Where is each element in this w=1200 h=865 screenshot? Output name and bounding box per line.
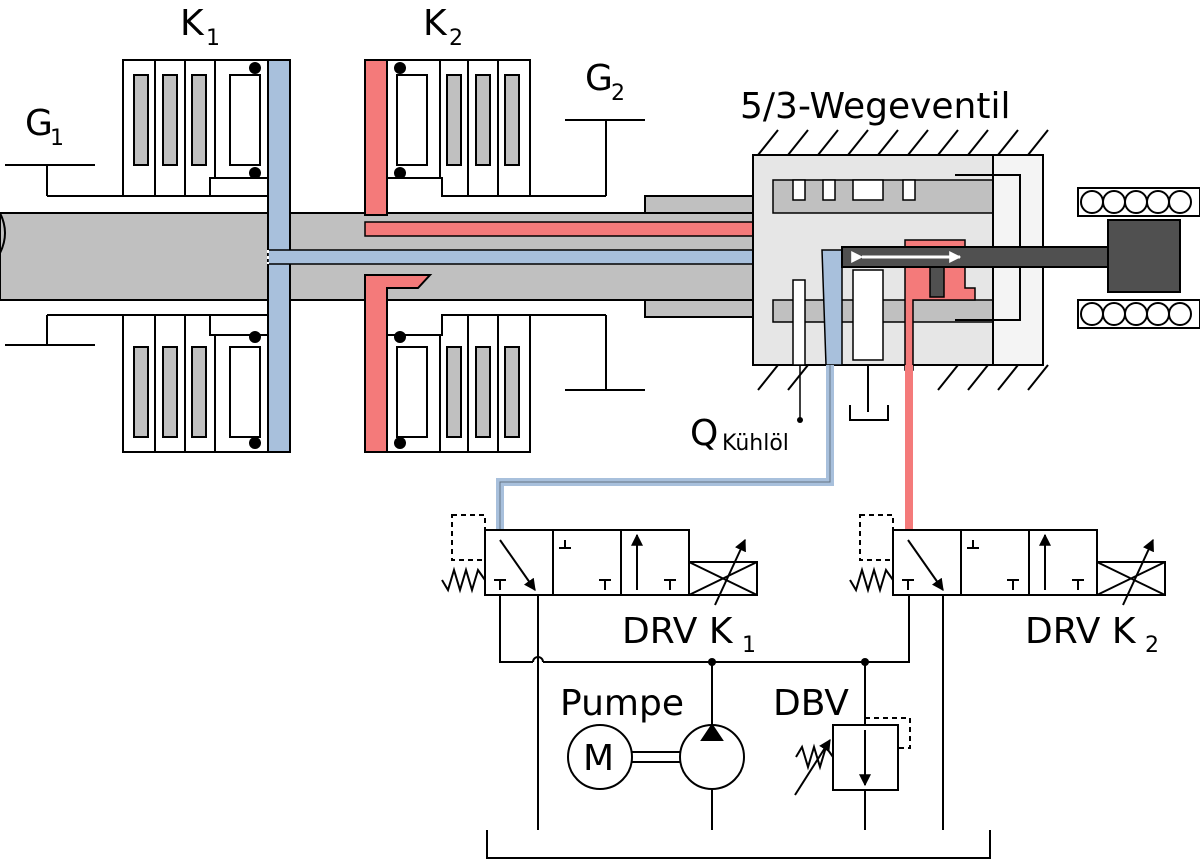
label-k2: K 2 xyxy=(423,3,463,51)
svg-text:2: 2 xyxy=(1145,633,1159,658)
svg-text:Kühlöl: Kühlöl xyxy=(722,431,789,456)
svg-text:2: 2 xyxy=(449,26,463,51)
drv-k1-valve xyxy=(441,514,758,606)
svg-text:1: 1 xyxy=(742,633,756,658)
svg-text:2: 2 xyxy=(611,81,625,106)
return-spring xyxy=(1077,187,1200,329)
svg-text:K: K xyxy=(423,3,448,44)
label-coolant: Q Kühlöl xyxy=(690,413,789,456)
supply-lines xyxy=(486,595,991,859)
label-valve: 5/3-Wegeventil xyxy=(740,86,1011,127)
k2-clutch xyxy=(364,59,531,453)
svg-text:G: G xyxy=(25,103,53,144)
g2-shaft-lines xyxy=(530,119,645,391)
label-drv-k2: DRV K 2 xyxy=(1025,611,1159,658)
valve-housing xyxy=(644,129,1181,391)
tank-symbol xyxy=(849,405,889,421)
label-g1: G 1 xyxy=(25,103,64,151)
k1-supply-line xyxy=(496,365,834,530)
label-pump: Pumpe xyxy=(560,683,684,724)
label-k1: K 1 xyxy=(180,3,220,51)
k1-clutch xyxy=(122,59,291,453)
svg-text:DRV K: DRV K xyxy=(1025,611,1137,652)
svg-text:1: 1 xyxy=(206,26,220,51)
pump-motor xyxy=(567,723,745,790)
label-g2: G 2 xyxy=(585,58,625,106)
dbv-valve xyxy=(794,717,911,796)
drv-k2-valve xyxy=(849,514,1166,606)
label-dbv: DBV xyxy=(773,683,849,724)
label-motor: M xyxy=(583,738,614,779)
svg-text:K: K xyxy=(180,3,205,44)
svg-text:1: 1 xyxy=(50,126,64,151)
label-drv-k1: DRV K 1 xyxy=(622,611,756,658)
svg-text:Q: Q xyxy=(690,413,718,454)
svg-text:G: G xyxy=(585,58,613,99)
svg-text:DRV K: DRV K xyxy=(622,611,734,652)
